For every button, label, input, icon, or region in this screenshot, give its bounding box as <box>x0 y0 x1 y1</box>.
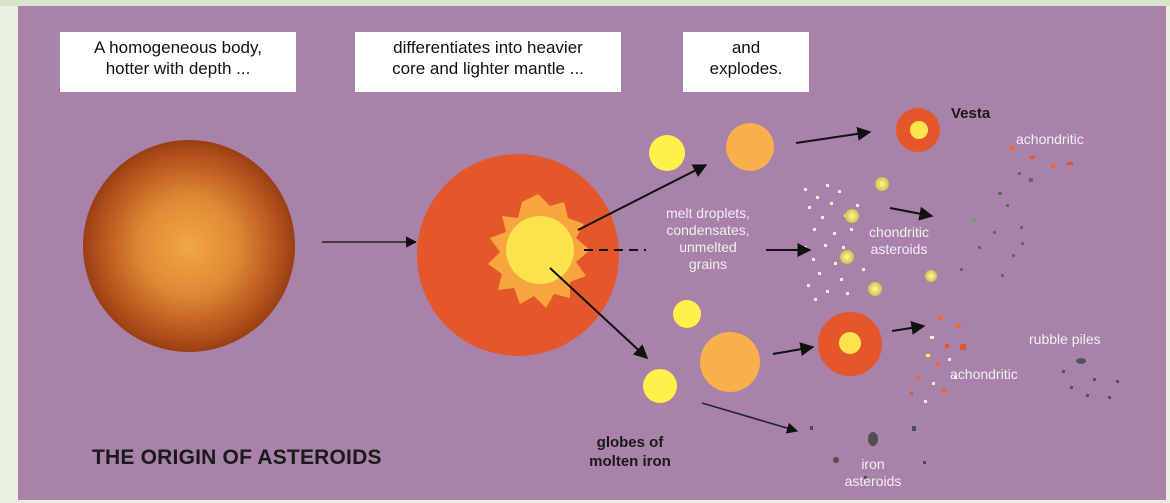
label-rubble-piles: rubble piles <box>1029 331 1101 348</box>
label-achondritic-top: achondritic <box>1016 131 1084 148</box>
globe-orange-lower <box>700 332 760 392</box>
arrow-to-vesta <box>796 132 870 143</box>
label-line: iron <box>833 456 913 473</box>
label-line: chondritic <box>854 224 944 241</box>
differentiated-body-core <box>506 216 574 284</box>
label-melt-droplets: melt droplets, condensates, unmelted gra… <box>653 205 763 273</box>
arrow-to-lower-body <box>773 347 813 354</box>
label-line: condensates, <box>653 222 763 239</box>
globe-yellow-lower-top <box>673 300 701 328</box>
homogeneous-body <box>83 140 295 352</box>
arrow-from-lower-body <box>892 326 924 331</box>
diagram-title: THE ORIGIN OF ASTEROIDS <box>92 446 382 470</box>
label-line: molten iron <box>580 452 680 471</box>
label-globes-molten-iron: globes of molten iron <box>580 433 680 471</box>
lower-body-core <box>839 332 861 354</box>
label-iron-asteroids: iron asteroids <box>833 456 913 490</box>
arrow-to-iron-asteroids <box>702 403 797 431</box>
label-line: asteroids <box>833 473 913 490</box>
label-vesta: Vesta <box>951 105 990 122</box>
label-chondritic-asteroids: chondritic asteroids <box>854 224 944 258</box>
arrow-to-chondritic <box>890 208 932 216</box>
label-achondritic-bottom: achondritic <box>950 366 1018 383</box>
label-line: unmelted <box>653 239 763 256</box>
label-line: melt droplets, <box>653 205 763 222</box>
globe-orange-upper <box>726 123 774 171</box>
diagram-panel: A homogeneous body, hotter with depth ..… <box>18 6 1166 500</box>
globe-yellow-lower <box>643 369 677 403</box>
globe-yellow-upper <box>649 135 685 171</box>
vesta-core <box>910 121 928 139</box>
label-line: asteroids <box>854 241 944 258</box>
achondritic-fragments-bottom <box>910 316 966 403</box>
label-line: grains <box>653 256 763 273</box>
label-line: globes of <box>580 433 680 452</box>
rubble-pile-fragments <box>1062 358 1119 399</box>
achondritic-fragments-top <box>960 146 1073 277</box>
diagram-graphics <box>18 6 1166 500</box>
